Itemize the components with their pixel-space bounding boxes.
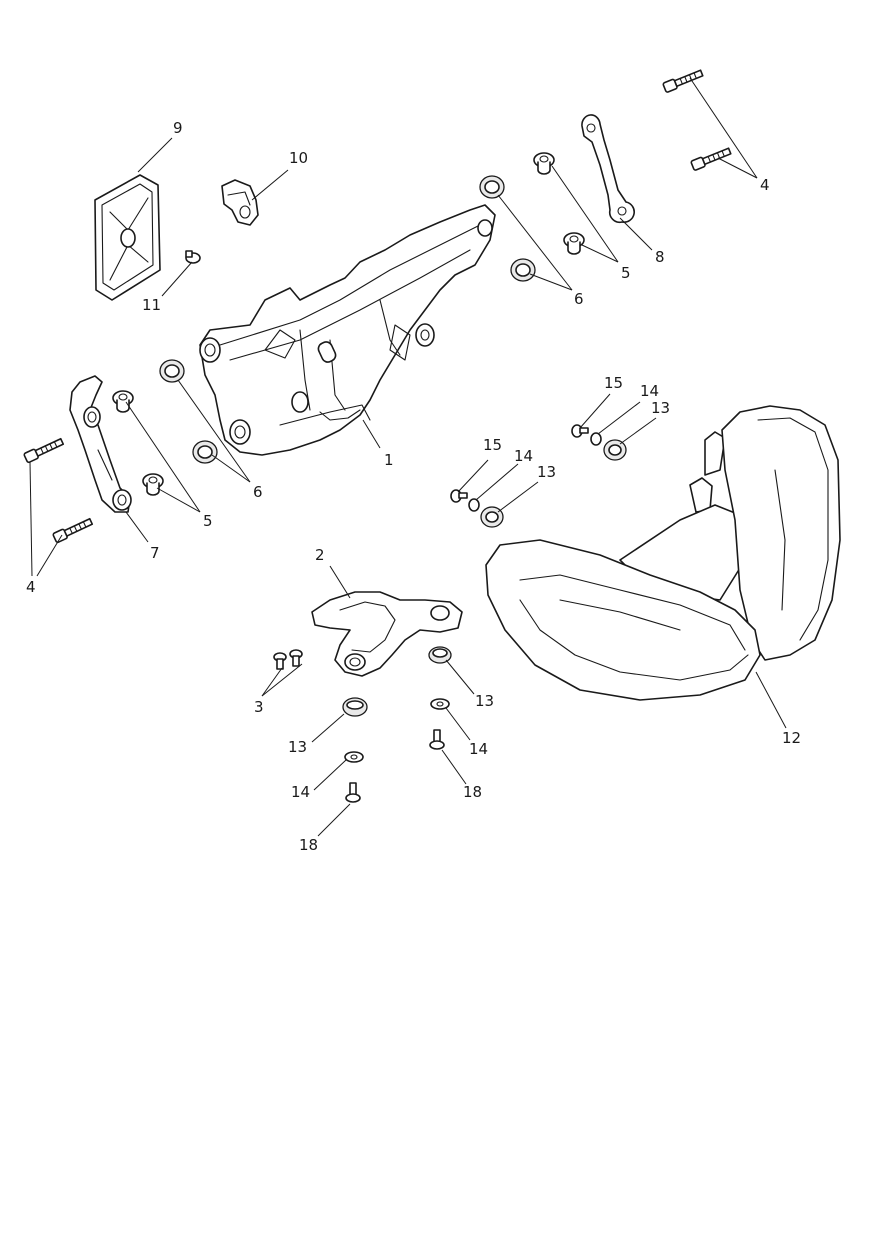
callout-5-top: 5 [621,264,631,282]
callout-13-mid: 13 [537,463,556,481]
callout-4-left: 4 [26,578,36,596]
callout-13-right: 13 [651,399,670,417]
callout-14-right: 14 [640,382,659,400]
part-10-clip [221,179,259,226]
callout-18-left: 18 [299,836,318,854]
part-14-washers [344,432,602,763]
part-5-spacers [112,152,585,496]
callout-6-left: 6 [253,483,263,501]
callout-labels: 1 2 3 4 4 5 5 6 6 7 8 9 10 11 12 13 13 1… [26,119,801,854]
callout-5-left: 5 [203,512,213,530]
part-18-screws [345,729,445,803]
callout-15-right: 15 [604,374,623,392]
part-13-grommets [342,439,627,717]
part-3-screws [273,649,303,670]
callout-4-top: 4 [760,176,770,194]
callout-1: 1 [384,451,394,469]
callout-14-lower-left: 14 [291,783,310,801]
callout-10: 10 [289,149,308,167]
callout-11: 11 [142,296,161,314]
part-8-link [581,114,635,224]
leader-lines [29,77,787,837]
part-11-screw [185,250,201,264]
part-15-screws [450,424,589,503]
part-12-headlight [485,405,841,701]
callout-9: 9 [173,119,183,137]
callout-18-right: 18 [463,783,482,801]
callout-15-mid: 15 [483,436,502,454]
part-9-grille [94,174,161,301]
part-1-main-bracket [199,204,496,456]
callout-13-lower-left: 13 [288,738,307,756]
part-6-grommets [159,175,536,464]
part-4-bolts [23,69,732,544]
callout-14-lower-right: 14 [469,740,488,758]
part-7-left-bracket [69,375,132,513]
callout-8: 8 [655,248,665,266]
callout-7: 7 [150,544,160,562]
callout-12: 12 [782,729,801,747]
callout-3: 3 [254,698,264,716]
callout-2: 2 [315,546,325,564]
callout-6-top: 6 [574,290,584,308]
callout-13-lower-right: 13 [475,692,494,710]
part-2-mounting-plate [311,591,463,677]
callout-14-mid: 14 [514,447,533,465]
